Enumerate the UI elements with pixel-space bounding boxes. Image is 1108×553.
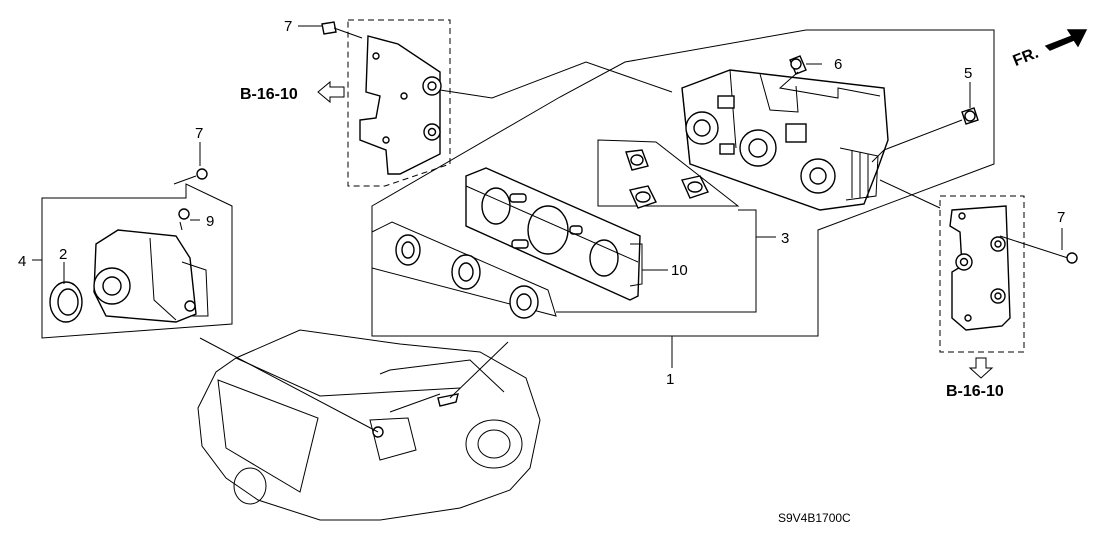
reference-bottom-label: B-16-10 — [946, 383, 1004, 400]
right-bracket-group — [939, 195, 1078, 353]
callout-10: 10 — [671, 262, 688, 279]
screw-6[interactable] — [789, 55, 807, 75]
switch-group-box — [597, 139, 740, 207]
knobs[interactable] — [395, 234, 539, 319]
heater-control-panel[interactable] — [465, 167, 643, 301]
assembly-outline — [371, 29, 995, 337]
callout-4: 4 — [18, 253, 26, 270]
screw-7-right[interactable] — [999, 235, 1078, 264]
down-arrow-icon — [968, 357, 994, 379]
left-arrow-icon — [317, 80, 345, 104]
screw-7-left[interactable] — [173, 168, 208, 185]
screw-5[interactable] — [961, 107, 979, 125]
temperature-motor[interactable] — [93, 229, 209, 323]
heater-control-unit[interactable] — [681, 69, 889, 211]
motor-group — [32, 142, 233, 339]
callout-7-top: 7 — [284, 18, 292, 35]
screw-7-top[interactable] — [321, 21, 363, 39]
left-bracket[interactable] — [359, 35, 441, 175]
callout-5: 5 — [964, 65, 972, 82]
diagram-code: S9V4B1700C — [778, 511, 851, 525]
callout-9: 9 — [206, 213, 214, 230]
front-direction-label: FR. — [1011, 45, 1041, 70]
callout-6: 6 — [834, 56, 842, 73]
front-arrow-icon — [1044, 29, 1088, 51]
callout-3: 3 — [781, 230, 789, 247]
front-direction-indicator: FR. — [1011, 29, 1088, 70]
callout-7-right: 7 — [1057, 209, 1065, 226]
reference-bottom[interactable]: B-16-10 — [946, 357, 1004, 400]
callout-7-left: 7 — [195, 125, 203, 142]
callout-2: 2 — [59, 246, 67, 263]
screw-9[interactable] — [178, 208, 190, 231]
reference-left-label: B-16-10 — [240, 86, 298, 103]
knob-2[interactable] — [49, 281, 83, 323]
left-bracket-group — [298, 19, 451, 187]
callout-1: 1 — [666, 371, 674, 388]
switches[interactable] — [625, 149, 709, 209]
vehicle-outline — [197, 329, 541, 521]
reference-left[interactable]: B-16-10 — [240, 80, 345, 104]
